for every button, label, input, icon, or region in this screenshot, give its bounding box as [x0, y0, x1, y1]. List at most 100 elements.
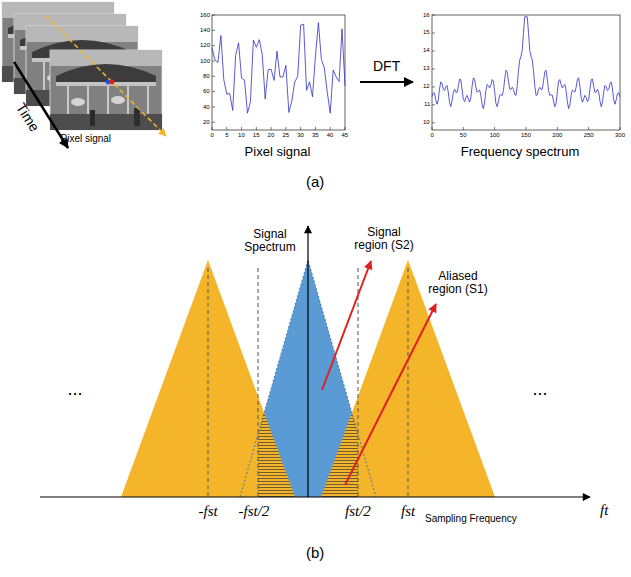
- tick-label: 200: [552, 132, 562, 139]
- tick-mark: [212, 15, 215, 16]
- figure-part: [50, 50, 162, 66]
- tick-mark: [494, 127, 495, 130]
- tick-mark: [212, 91, 215, 92]
- tick-label: 100: [490, 132, 500, 139]
- tick-mark: [315, 127, 316, 130]
- frequency-guide: [208, 268, 209, 497]
- figure-part: [90, 110, 95, 126]
- spectrum-axis: [307, 226, 308, 497]
- tick-mark: [432, 32, 435, 33]
- dft-arrow: [360, 81, 413, 83]
- tick-label: 300: [615, 132, 625, 139]
- panel-title: Frequency spectrum: [461, 145, 580, 160]
- tick-mark: [432, 15, 435, 16]
- tick-label: 160: [200, 12, 210, 19]
- tick-label: 0: [211, 132, 214, 139]
- figure-part: [147, 86, 148, 114]
- tick-mark: [271, 127, 272, 130]
- tick-label: 10: [238, 132, 245, 139]
- frequency-guide: [258, 268, 259, 497]
- axis-note: Sampling Frequency: [425, 513, 517, 524]
- edge-label: DFT: [373, 59, 400, 74]
- figure-part: [107, 86, 108, 114]
- figure-part: [43, 62, 44, 90]
- ellipsis: ...: [68, 380, 83, 400]
- figure-part: [50, 114, 162, 130]
- tick-label: 10: [423, 119, 430, 126]
- figure-part: [26, 26, 138, 42]
- alias-triangle: [321, 260, 495, 497]
- signal-line: [212, 23, 345, 113]
- tick-label: 45: [342, 132, 349, 139]
- annotation-label: Aliased region (S1): [426, 270, 490, 296]
- plot-axes: [212, 15, 345, 130]
- tick-label: 250: [584, 132, 594, 139]
- tick-mark: [432, 122, 435, 123]
- alias-triangle: [121, 260, 295, 497]
- figure-part: [71, 98, 85, 106]
- panel-title: Pixel signal: [245, 145, 311, 160]
- frequency-guide: [358, 268, 359, 497]
- annotation-label: Signal Spectrum: [239, 228, 301, 254]
- tick-mark: [212, 76, 215, 77]
- tick-label: 15: [253, 132, 260, 139]
- tick-label: 150: [521, 132, 531, 139]
- tick-label: 5: [225, 132, 228, 139]
- tick-label: 35: [312, 132, 319, 139]
- tick-label: 60: [203, 88, 210, 95]
- frequency-guide: [408, 268, 409, 497]
- tick-label: 11: [424, 101, 430, 108]
- video-frame: [50, 50, 162, 130]
- plot-panel: Frequency spectrum: [413, 0, 627, 162]
- annotation-label: Signal region (S2): [352, 226, 416, 252]
- tick-mark: [212, 107, 215, 108]
- figure-part: [67, 86, 68, 114]
- tick-mark: [557, 127, 558, 130]
- tick-mark: [526, 127, 527, 130]
- tick-label: 40: [203, 104, 210, 111]
- tick-mark: [432, 86, 435, 87]
- spectrum-line: [432, 17, 620, 109]
- tick-mark: [212, 122, 215, 123]
- panel-label: (a): [306, 174, 324, 191]
- figure-part: [134, 108, 140, 126]
- tick-mark: [212, 30, 215, 31]
- tick-label: 100: [200, 58, 210, 65]
- tick-label: 0: [431, 132, 434, 139]
- panel-label: (b): [306, 545, 324, 562]
- tick-label: 120: [200, 42, 210, 49]
- ellipsis: ...: [533, 380, 548, 400]
- tick-mark: [432, 50, 435, 51]
- pixel-track-arrow: [46, 16, 166, 136]
- tick-mark: [345, 127, 346, 130]
- tick-mark: [241, 127, 242, 130]
- figure-part: [50, 50, 162, 130]
- axis-label: ft: [600, 502, 608, 519]
- plot-panel: Pixel signal: [195, 0, 360, 162]
- aliased-hatch: [321, 413, 358, 497]
- tick-label: 13: [423, 65, 430, 72]
- tick-label: 20: [203, 119, 210, 126]
- tick-mark: [212, 127, 213, 130]
- tick-mark: [212, 61, 215, 62]
- figure-part: [56, 64, 156, 82]
- tick-mark: [588, 127, 589, 130]
- tick-label: 40: [327, 132, 334, 139]
- tick-mark: [300, 127, 301, 130]
- frame-caption: Pixel signal: [61, 133, 112, 144]
- tick-label: 25: [282, 132, 289, 139]
- tick-label: 20: [268, 132, 275, 139]
- tick-mark: [285, 127, 286, 130]
- tick-label: 12: [423, 83, 430, 90]
- tick-mark: [226, 127, 227, 130]
- tick-mark: [463, 127, 464, 130]
- pixel-dot: [110, 80, 115, 85]
- figure-part: [111, 96, 125, 104]
- tick-mark: [432, 127, 433, 130]
- figure-part: [127, 86, 128, 114]
- tick-label: 30: [297, 132, 304, 139]
- aliased-hatch: [258, 413, 295, 497]
